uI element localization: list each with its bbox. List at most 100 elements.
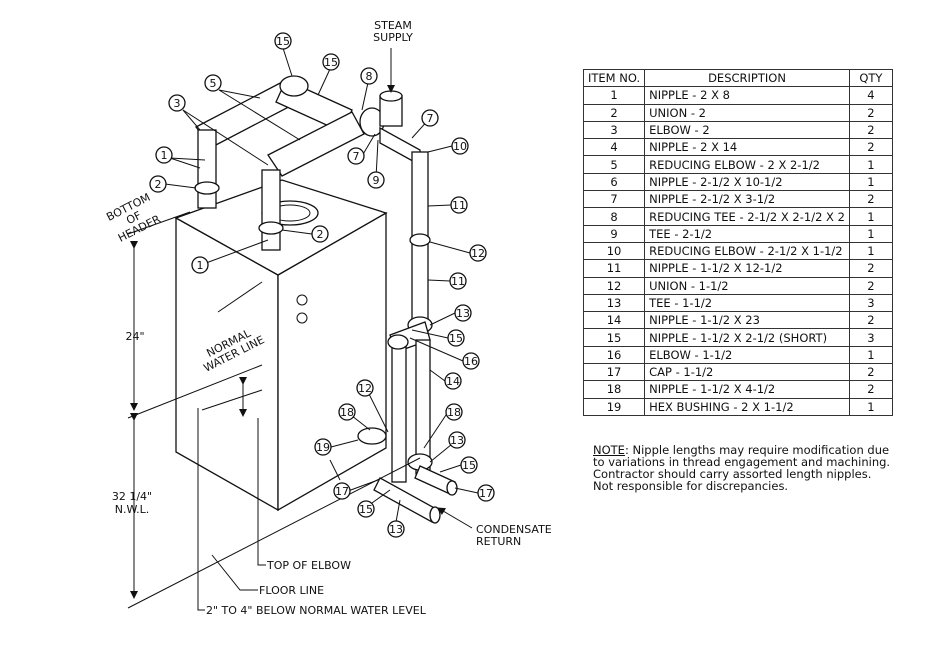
callout-15a: 15: [447, 329, 465, 347]
callout-12b: 12: [356, 379, 374, 397]
svg-text:18: 18: [340, 406, 354, 419]
callout-5: 15: [274, 32, 292, 50]
svg-text:9: 9: [373, 174, 380, 187]
callout-10: 10: [451, 137, 469, 155]
svg-text:13: 13: [450, 434, 464, 447]
callout-13a: 13: [454, 304, 472, 322]
return-piping: [357, 321, 458, 524]
callout-4: 5: [204, 74, 222, 92]
svg-text:16: 16: [464, 355, 478, 368]
svg-text:7: 7: [353, 150, 360, 163]
callout-6: 15: [322, 53, 340, 71]
svg-text:17: 17: [335, 485, 349, 498]
callout-18a: 18: [338, 403, 356, 421]
callout-bubbles: 15 5 3 1 2 2 1 15 8 7 7 9 10 11 12 11 13…: [149, 32, 495, 538]
callout-1b: 1: [191, 256, 209, 274]
steam-supply-riser: [379, 48, 403, 127]
svg-text:10: 10: [453, 140, 467, 153]
dim-32-label-1: 32 1/4": [112, 490, 152, 503]
svg-text:11: 11: [452, 199, 466, 212]
svg-text:1: 1: [161, 149, 168, 162]
svg-text:11: 11: [451, 275, 465, 288]
floor-line-label: FLOOR LINE: [259, 584, 324, 597]
callout-7a: 7: [421, 109, 439, 127]
note-text: : Nipple lengths may require modificatio…: [593, 443, 891, 493]
svg-text:8: 8: [366, 70, 373, 83]
svg-text:14: 14: [446, 375, 460, 388]
svg-text:12: 12: [358, 382, 372, 395]
callout-8: 8: [360, 67, 378, 85]
discrepancy-note: NOTE: Nipple lengths may require modific…: [593, 444, 893, 492]
svg-text:1: 1: [197, 259, 204, 272]
callout-1a: 1: [155, 146, 173, 164]
callout-11a: 11: [450, 196, 468, 214]
callout-7b: 7: [347, 147, 365, 165]
condensate-return-label-1: CONDENSATE: [476, 523, 552, 536]
svg-text:18: 18: [447, 406, 461, 419]
bom-header-description: DESCRIPTION: [644, 68, 850, 88]
callout-2b: 2: [311, 225, 329, 243]
callout-17a: 17: [333, 482, 351, 500]
svg-text:2: 2: [155, 178, 162, 191]
callout-19: 19: [314, 438, 332, 456]
callout-9: 9: [367, 171, 385, 189]
steam-supply-label-2: SUPPLY: [373, 31, 413, 44]
svg-text:12: 12: [471, 247, 485, 260]
below-nwl-label: 2" TO 4" BELOW NORMAL WATER LEVEL: [206, 604, 427, 617]
dimension-lines: [127, 211, 421, 611]
callout-16: 16: [462, 352, 480, 370]
top-of-elbow-label: TOP OF ELBOW: [266, 559, 351, 572]
bom-header-item: ITEM NO.: [582, 68, 646, 88]
svg-text:19: 19: [316, 441, 330, 454]
equalizer-drop: [379, 126, 433, 334]
svg-text:2: 2: [317, 228, 324, 241]
svg-text:15: 15: [359, 503, 373, 516]
bottom-header-label-2: OF: [124, 209, 143, 227]
svg-text:17: 17: [479, 487, 493, 500]
callout-18b: 18: [445, 403, 463, 421]
callout-17b: 17: [477, 484, 495, 502]
svg-text:13: 13: [456, 307, 470, 320]
callout-13c: 13: [387, 520, 405, 538]
dim-32-label-2: N.W.L.: [115, 503, 149, 516]
condensate-return-label-2: RETURN: [476, 535, 521, 548]
dim-24-label: 24": [125, 330, 144, 343]
svg-text:15: 15: [324, 56, 338, 69]
svg-text:3: 3: [174, 97, 181, 110]
callout-13b: 13: [448, 431, 466, 449]
bom-header-qty: QTY: [848, 68, 893, 88]
svg-text:15: 15: [462, 459, 476, 472]
svg-text:5: 5: [210, 77, 217, 90]
callout-15b: 15: [460, 456, 478, 474]
callout-2a: 2: [149, 175, 167, 193]
callout-14: 14: [444, 372, 462, 390]
callout-12a: 12: [469, 244, 487, 262]
svg-text:7: 7: [427, 112, 434, 125]
piping-diagram: 15 5 3 1 2 2 1 15 8 7 7 9 10 11 12 11 13…: [104, 19, 552, 617]
callout-11b: 11: [449, 272, 467, 290]
svg-text:15: 15: [449, 332, 463, 345]
callout-3: 3: [168, 94, 186, 112]
bom-header-row: ITEM NO. DESCRIPTION QTY: [582, 68, 893, 88]
svg-text:13: 13: [389, 523, 403, 536]
svg-text:15: 15: [276, 35, 290, 48]
callout-15c: 15: [357, 500, 375, 518]
note-heading: NOTE: [593, 443, 625, 457]
